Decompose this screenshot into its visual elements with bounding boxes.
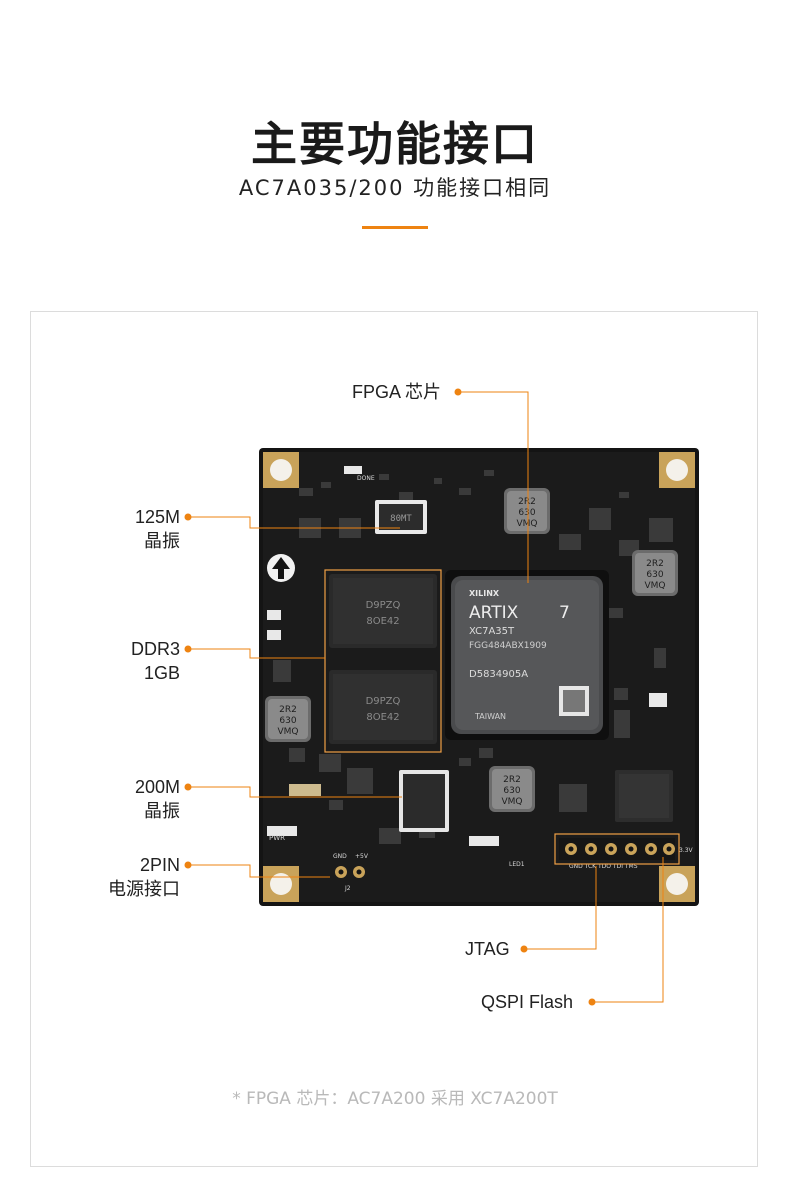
svg-text:630: 630 bbox=[646, 570, 663, 580]
svg-text:J2: J2 bbox=[344, 885, 351, 892]
fpga-chip: XILINX ARTIX 7 XC7A35T FGG484ABX1909 D58… bbox=[445, 570, 609, 740]
svg-text:2R2: 2R2 bbox=[503, 775, 521, 785]
oscillator-125m: 80MT bbox=[375, 500, 427, 534]
mounting-hole-top-left bbox=[263, 452, 299, 488]
svg-text:GND: GND bbox=[333, 853, 347, 860]
svg-text:630: 630 bbox=[503, 786, 520, 796]
inductor-left: 2R2 630 VMQ bbox=[265, 696, 311, 742]
mounting-hole-bottom-left bbox=[263, 866, 299, 902]
fpga-core-board: 80MT 2R2 630 VMQ 2R2 630 VMQ 2R2 630 VMQ… bbox=[259, 448, 699, 906]
svg-text:630: 630 bbox=[279, 716, 296, 726]
qspi-flash-chip bbox=[615, 770, 673, 822]
svg-text:2R2: 2R2 bbox=[279, 705, 297, 715]
svg-text:2R2: 2R2 bbox=[518, 497, 536, 507]
svg-text:VMQ: VMQ bbox=[277, 727, 298, 737]
ddr3-highlight-box bbox=[324, 569, 442, 753]
callout-ddr3-label: DDR3 1GB bbox=[100, 637, 180, 685]
callout-ddr3-line2: 1GB bbox=[143, 663, 180, 683]
mounting-hole-top-right bbox=[659, 452, 695, 488]
ddr3-chip-top: D9PZQ 8OE42 bbox=[329, 574, 437, 648]
svg-text:XC7A35T: XC7A35T bbox=[469, 626, 515, 637]
svg-text:D9PZQ: D9PZQ bbox=[366, 696, 401, 707]
ddr3-chip-bottom: D9PZQ 8OE42 bbox=[329, 670, 437, 744]
svg-text:XILINX: XILINX bbox=[469, 589, 500, 598]
svg-text:VMQ: VMQ bbox=[644, 581, 665, 591]
callout-ddr3-line1: DDR3 bbox=[130, 639, 180, 659]
svg-text:630: 630 bbox=[518, 508, 535, 518]
callout-power-label: 2PIN 电源接口 bbox=[80, 853, 180, 901]
page-title: 主要功能接口 bbox=[251, 117, 539, 171]
callout-jtag-label: JTAG bbox=[465, 939, 510, 959]
svg-text:ARTIX: ARTIX bbox=[469, 603, 519, 623]
callout-200m-line1: 200M bbox=[134, 777, 180, 797]
callout-qspi-label: QSPI Flash bbox=[481, 992, 574, 1012]
callout-125m-label: 125M 晶振 bbox=[100, 505, 180, 553]
svg-text:D9PZQ: D9PZQ bbox=[366, 600, 401, 611]
svg-text:8OE42: 8OE42 bbox=[366, 616, 399, 627]
svg-text:VMQ: VMQ bbox=[501, 797, 522, 807]
callout-200m-line2: 晶振 bbox=[144, 801, 180, 821]
svg-text:2R2: 2R2 bbox=[646, 559, 664, 569]
footnote: * FPGA 芯片：AC7A200 采用 XC7A200T bbox=[232, 1089, 558, 1109]
callout-200m-label: 200M 晶振 bbox=[100, 775, 180, 823]
svg-text:TAIWAN: TAIWAN bbox=[474, 712, 506, 721]
svg-text:D5834905A: D5834905A bbox=[469, 669, 528, 680]
callout-fpga-label: FPGA 芯片 bbox=[352, 382, 442, 402]
callout-125m-line1: 125M bbox=[134, 507, 180, 527]
orientation-arrow-icon bbox=[267, 554, 295, 582]
svg-text:DONE: DONE bbox=[357, 475, 375, 482]
page-subtitle: AC7A035/200 功能接口相同 bbox=[238, 176, 552, 200]
callout-power-line2: 电源接口 bbox=[108, 879, 180, 899]
title-underline bbox=[362, 226, 428, 229]
power-header: GND +5V J2 bbox=[333, 853, 369, 892]
svg-text:7: 7 bbox=[559, 603, 570, 623]
svg-text:80MT: 80MT bbox=[390, 514, 412, 524]
svg-text:PWR: PWR bbox=[269, 834, 285, 842]
mounting-hole-bottom-right bbox=[659, 866, 695, 902]
svg-text:FGG484ABX1909: FGG484ABX1909 bbox=[469, 641, 547, 651]
smd-components bbox=[267, 466, 673, 846]
inductor-right: 2R2 630 VMQ bbox=[632, 550, 678, 596]
svg-text:3.3V: 3.3V bbox=[679, 847, 694, 854]
svg-text:VMQ: VMQ bbox=[516, 519, 537, 529]
inductor-top: 2R2 630 VMQ bbox=[504, 488, 550, 534]
callout-125m-line2: 晶振 bbox=[144, 531, 180, 551]
callout-power-line1: 2PIN bbox=[139, 855, 180, 875]
svg-text:+5V: +5V bbox=[355, 853, 369, 860]
svg-text:LED1: LED1 bbox=[509, 861, 525, 868]
svg-text:8OE42: 8OE42 bbox=[366, 712, 399, 723]
oscillator-200m bbox=[399, 770, 449, 832]
inductor-bottom: 2R2 630 VMQ bbox=[489, 766, 535, 812]
